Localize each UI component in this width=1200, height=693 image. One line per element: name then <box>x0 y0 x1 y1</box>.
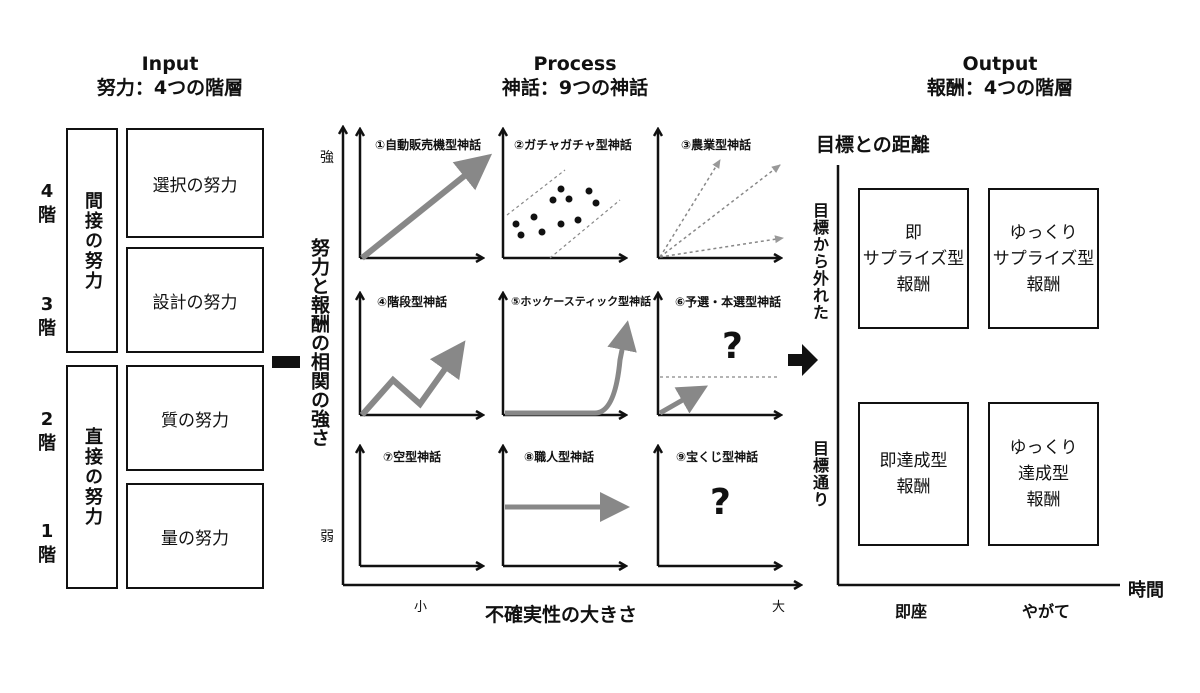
arrow-input-to-process <box>272 356 300 368</box>
myth-curves <box>359 153 784 522</box>
output-subtitle: 報酬：4つの階層 <box>926 77 1074 99</box>
y-top-label: 目標から外れた <box>810 202 829 321</box>
input-subtitle: 努力：4つの階層 <box>96 77 244 99</box>
myth-title: ⑤ホッケースティック型神話 <box>511 295 652 308</box>
effort-design: 設計の努力 <box>126 247 264 353</box>
process-x-axis-label: 不確実性の大きさ <box>485 604 638 626</box>
floor-1: 1 階 <box>38 521 56 566</box>
indirect-effort-group: 間接の努力 <box>66 128 118 353</box>
gacha-dots <box>512 185 600 239</box>
x-high-label: 大 <box>772 600 786 615</box>
arrow-process-to-output <box>788 344 818 376</box>
floor-2: 2 階 <box>38 409 56 454</box>
myth-title: ⑨宝くじ型神話 <box>676 450 759 464</box>
myth-title: ③農業型神話 <box>681 138 752 152</box>
question-mark: ? <box>722 326 743 367</box>
effort-quantity: 量の努力 <box>126 483 264 589</box>
floor-4: 4 階 <box>38 181 56 226</box>
output-title: Output <box>962 53 1038 75</box>
direct-effort-group: 直接の努力 <box>66 365 118 589</box>
floor-3: 3 階 <box>38 294 56 339</box>
myth-title: ⑦空型神話 <box>383 450 442 464</box>
group-label: 直接の努力 <box>82 427 103 527</box>
group-label: 間接の努力 <box>82 190 103 291</box>
myth-title: ②ガチャガチャ型神話 <box>514 138 632 152</box>
question-mark: ? <box>710 482 731 523</box>
process-y-axis-label: 努力と報酬の相関の強さ <box>308 238 330 447</box>
x-low-label: 小 <box>414 600 428 615</box>
myth-title: ⑧職人型神話 <box>524 450 595 464</box>
output-x-axis-label: 時間 <box>1128 580 1164 601</box>
x-left-label: 即座 <box>895 602 928 621</box>
reward-slow-achievement: ゆっくり 達成型 報酬 <box>988 402 1099 546</box>
reward-instant-achievement: 即達成型 報酬 <box>858 402 969 546</box>
process-title: Process <box>533 53 617 75</box>
myth-title: ⑥予選・本選型神話 <box>675 295 782 309</box>
y-high-label: 強 <box>320 150 334 166</box>
effort-quality: 質の努力 <box>126 365 264 471</box>
myth-title: ④階段型神話 <box>377 295 448 309</box>
input-title: Input <box>141 53 199 75</box>
y-bottom-label: 目標通り <box>810 440 829 508</box>
y-low-label: 弱 <box>320 529 334 545</box>
process-subtitle: 神話：9つの神話 <box>501 77 649 99</box>
effort-selection: 選択の努力 <box>126 128 264 238</box>
myth-title: ①自動販売機型神話 <box>375 138 482 152</box>
x-right-label: やがて <box>1022 602 1071 621</box>
reward-instant-surprise: 即 サプライズ型 報酬 <box>858 188 969 329</box>
reward-slow-surprise: ゆっくり サプライズ型 報酬 <box>988 188 1099 329</box>
output-y-axis-label: 目標との距離 <box>816 134 930 156</box>
